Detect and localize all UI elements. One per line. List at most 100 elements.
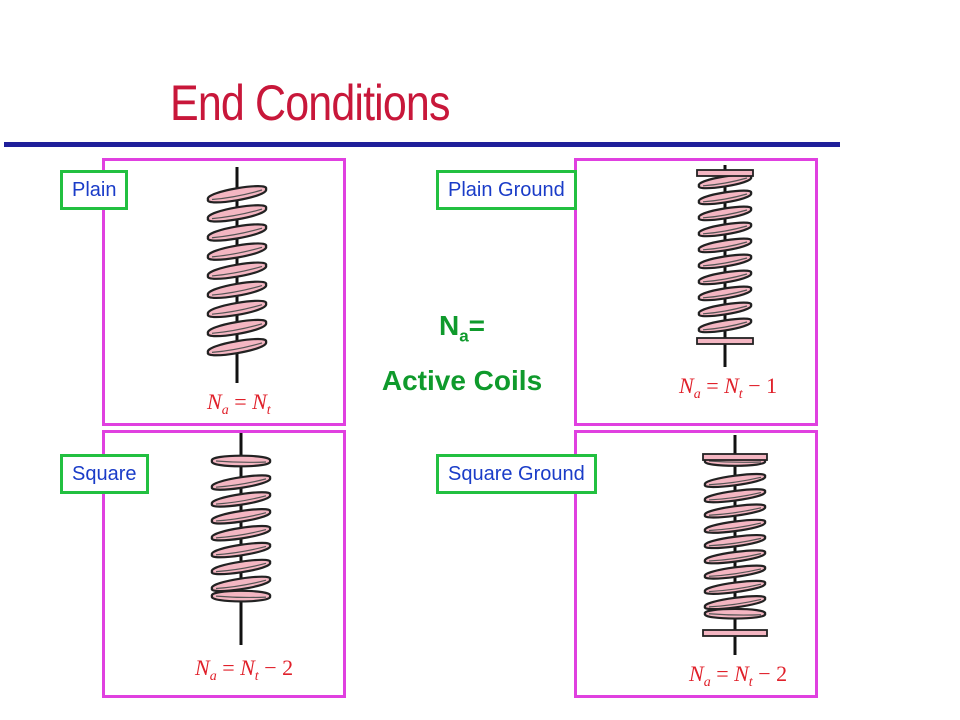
coil-turn [697, 285, 753, 302]
coil-strand [708, 476, 762, 486]
coil-turn [703, 607, 767, 620]
coil-turn [697, 301, 753, 318]
coil-turn [206, 338, 268, 357]
ground-end [702, 453, 768, 461]
coil-strand [708, 598, 762, 608]
formula-plain-ground: Na = Nt − 1 [678, 373, 777, 402]
coil-turn [206, 261, 268, 280]
coil-strand [708, 613, 762, 616]
coil-turn [206, 280, 268, 299]
coil-strand [708, 507, 762, 516]
ground-end [702, 629, 768, 637]
coil-turn [703, 549, 767, 565]
coil-strand [211, 265, 263, 277]
coil-turn [206, 318, 268, 338]
coil-turn [703, 472, 767, 488]
coil-turn [697, 205, 753, 222]
coil-strand [708, 568, 762, 577]
label-plain: Plain [60, 170, 129, 210]
coil-strand [215, 545, 267, 556]
formula-square: Na = Nt − 2 [194, 655, 293, 684]
na-symbol: Na= [438, 310, 486, 346]
coil-turn [206, 204, 268, 223]
spring-square-drawing: Na = Nt − 2 [194, 433, 293, 684]
coil-strand [708, 522, 762, 532]
coil-strand [215, 595, 267, 599]
coil-strand [211, 323, 263, 334]
formula-plain: Na = Nt [206, 389, 272, 418]
coil-turn [210, 589, 272, 603]
label-square: Square [60, 454, 149, 494]
panel-square-ground: Na = Nt − 2 [574, 430, 818, 698]
coil-turn [206, 223, 268, 242]
coil-turn [703, 595, 767, 611]
coil-group [696, 169, 754, 345]
coil-strand [702, 241, 748, 251]
coil-strand [211, 304, 263, 315]
label-square-ground: Square Ground [436, 454, 597, 494]
coil-turn [210, 508, 272, 525]
active-coils-text: Active Coils [381, 364, 543, 396]
spring-square-ground-drawing: Na = Nt − 2 [688, 435, 787, 690]
coil-turn [697, 269, 753, 286]
coil-turn [703, 503, 767, 519]
panel-plain-ground: Na = Nt − 1 [574, 158, 818, 426]
coil-strand [215, 478, 267, 488]
coil-strand [215, 495, 267, 505]
coil-turn [697, 253, 753, 270]
coil-strand [211, 342, 263, 353]
coil-strand [708, 460, 762, 463]
coil-strand [702, 225, 748, 235]
coil-turn [206, 299, 268, 319]
coil-turn [210, 491, 272, 508]
coil-strand [211, 208, 263, 220]
coil-strand [215, 512, 267, 522]
coil-turn [210, 541, 272, 559]
coil-strand [211, 227, 263, 239]
coil-strand [702, 289, 748, 299]
label-plain-ground: Plain Ground [436, 170, 577, 210]
coil-strand [211, 284, 263, 296]
coil-turn [697, 221, 753, 238]
coil-strand [702, 257, 748, 267]
coil-strand [708, 537, 762, 547]
formula-square-ground: Na = Nt − 2 [688, 661, 787, 690]
coil-turn [210, 558, 272, 576]
spring-plain-ground-drawing: Na = Nt − 1 [678, 165, 777, 402]
coil-strand [708, 583, 762, 593]
coil-turn [697, 237, 753, 254]
spring-plain-drawing: Na = Nt [206, 167, 272, 418]
coil-turn [703, 488, 767, 504]
coil-turn [210, 454, 272, 468]
coil-strand [211, 246, 263, 258]
coil-group [702, 453, 768, 637]
coil-strand [702, 321, 748, 331]
coil-turn [703, 564, 767, 580]
active-coils-note: Na= Active Coils [330, 304, 594, 403]
page-title: End Conditions [170, 75, 450, 131]
coil-strand [215, 460, 267, 463]
coil-strand [211, 189, 263, 201]
coil-turn [697, 189, 753, 206]
ground-end [696, 169, 754, 177]
coil-turn [210, 575, 272, 593]
coil-strand [708, 491, 762, 501]
coil-strand [215, 528, 267, 539]
coil-strand [215, 562, 267, 573]
coil-turn [206, 242, 268, 261]
coil-turn [206, 185, 268, 204]
title-underline [4, 142, 840, 147]
coil-turn [210, 474, 272, 491]
coil-strand [708, 553, 762, 562]
coil-strand [702, 193, 748, 203]
coil-strand [702, 273, 748, 283]
coil-turn [703, 579, 767, 595]
coil-group [210, 454, 272, 603]
coil-strand [702, 209, 748, 219]
coil-turn [703, 534, 767, 550]
coil-turn [210, 524, 272, 542]
coil-turn [703, 518, 767, 534]
coil-group [206, 185, 268, 357]
coil-strand [215, 579, 267, 590]
coil-turn [697, 317, 753, 334]
